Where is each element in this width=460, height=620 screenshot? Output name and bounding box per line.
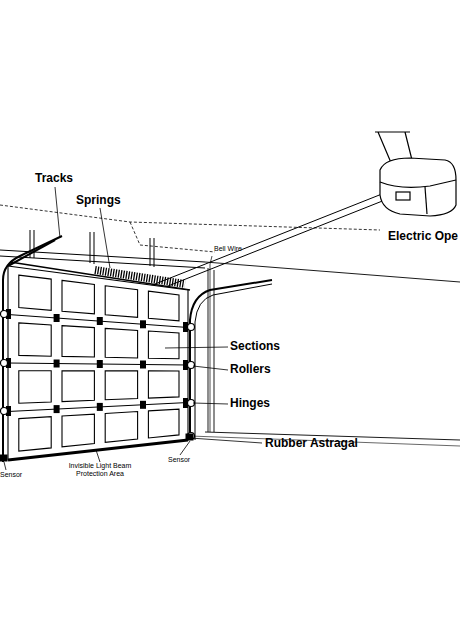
sensor (0, 434, 193, 461)
door-header (0, 230, 205, 268)
roller (1, 311, 195, 440)
electric-opener (375, 132, 456, 216)
opener-rail (150, 190, 395, 292)
bell-wire (210, 256, 212, 432)
part-label: Bell Wire (214, 245, 242, 253)
leader-line (4, 187, 262, 470)
part-label: Rollers (230, 363, 271, 377)
part-label: Hinges (230, 397, 270, 411)
part-label: Rubber Astragal (265, 437, 358, 451)
part-label: Electric Ope (388, 230, 458, 244)
hinge (6, 309, 188, 416)
part-label: Sensor (0, 471, 22, 479)
part-label: Sensor (168, 456, 190, 464)
side-wall (190, 262, 460, 446)
part-label: Tracks (35, 172, 73, 186)
door-panel (8, 266, 188, 460)
part-label: Springs (76, 194, 121, 208)
part-label: Invisible Light Beam Protection Area (62, 462, 138, 478)
ceiling-outline (0, 205, 380, 252)
part-label: Sections (230, 340, 280, 354)
